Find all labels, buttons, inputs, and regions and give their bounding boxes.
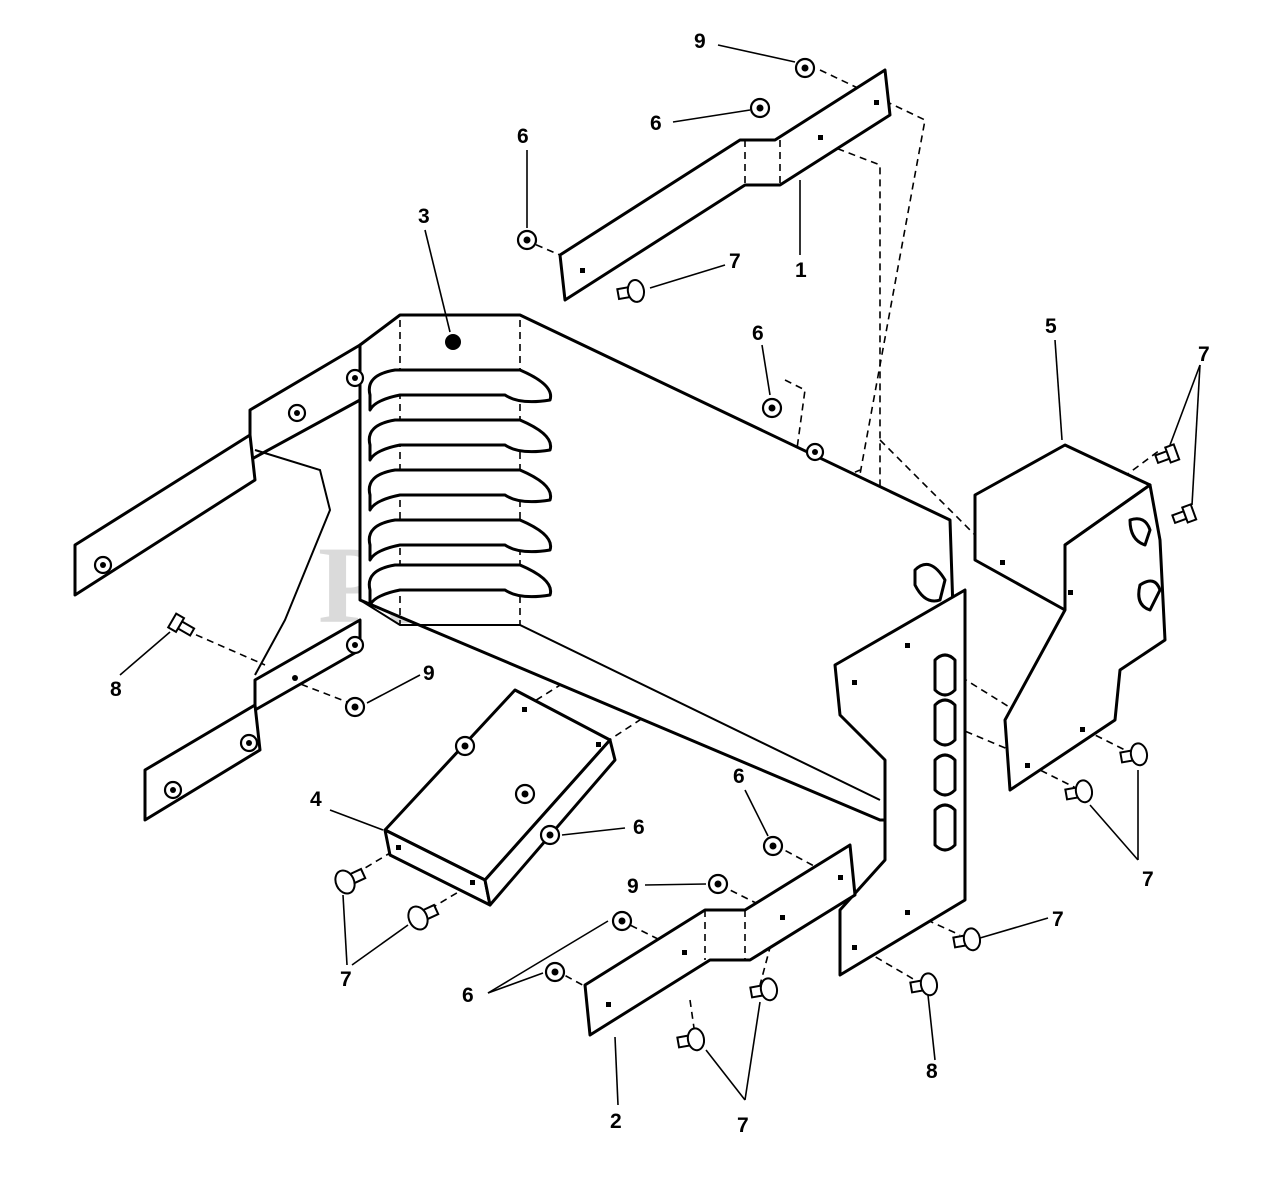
- bolts: [166, 279, 1198, 1052]
- callout-label: 9: [423, 662, 435, 685]
- callout-label: 6: [462, 984, 474, 1007]
- callout-label: 6: [650, 112, 662, 135]
- loose-nuts: [344, 57, 816, 983]
- callout-label: 9: [627, 875, 639, 898]
- callout-label: 6: [752, 322, 764, 345]
- callout-labels: 9 6 6 7 1 3 6 5 7 8 9 4 6 6 9 6 7 7 8 7 …: [110, 30, 1210, 1137]
- callout-label: 7: [1198, 343, 1210, 366]
- callout-label: 7: [340, 968, 352, 991]
- callout-label: 8: [110, 678, 122, 701]
- part-1-bracket: [558, 68, 892, 302]
- callout-label: 6: [633, 816, 645, 839]
- callout-label: 3: [418, 205, 430, 228]
- callout-label: 6: [517, 125, 529, 148]
- callout-label: 7: [729, 250, 741, 273]
- part-4-bracket: [383, 688, 617, 907]
- callout-label: 8: [926, 1060, 938, 1083]
- callout-label: 5: [1045, 315, 1057, 338]
- part-3-side-panel: [833, 562, 967, 977]
- callout-label: 4: [310, 788, 322, 811]
- leader-lines: [119, 44, 1201, 1106]
- callout-label: 1: [795, 259, 807, 282]
- callout-label: 7: [737, 1114, 749, 1137]
- callout-label: 2: [610, 1110, 622, 1133]
- callout-label: 9: [694, 30, 706, 53]
- part-2-bracket: [583, 843, 857, 1037]
- part-3-cover: [73, 313, 962, 822]
- part-5-bracket: [973, 443, 1167, 792]
- callout-label: 6: [733, 765, 745, 788]
- callout-label: 7: [1052, 908, 1064, 931]
- callout-label: 7: [1142, 868, 1154, 891]
